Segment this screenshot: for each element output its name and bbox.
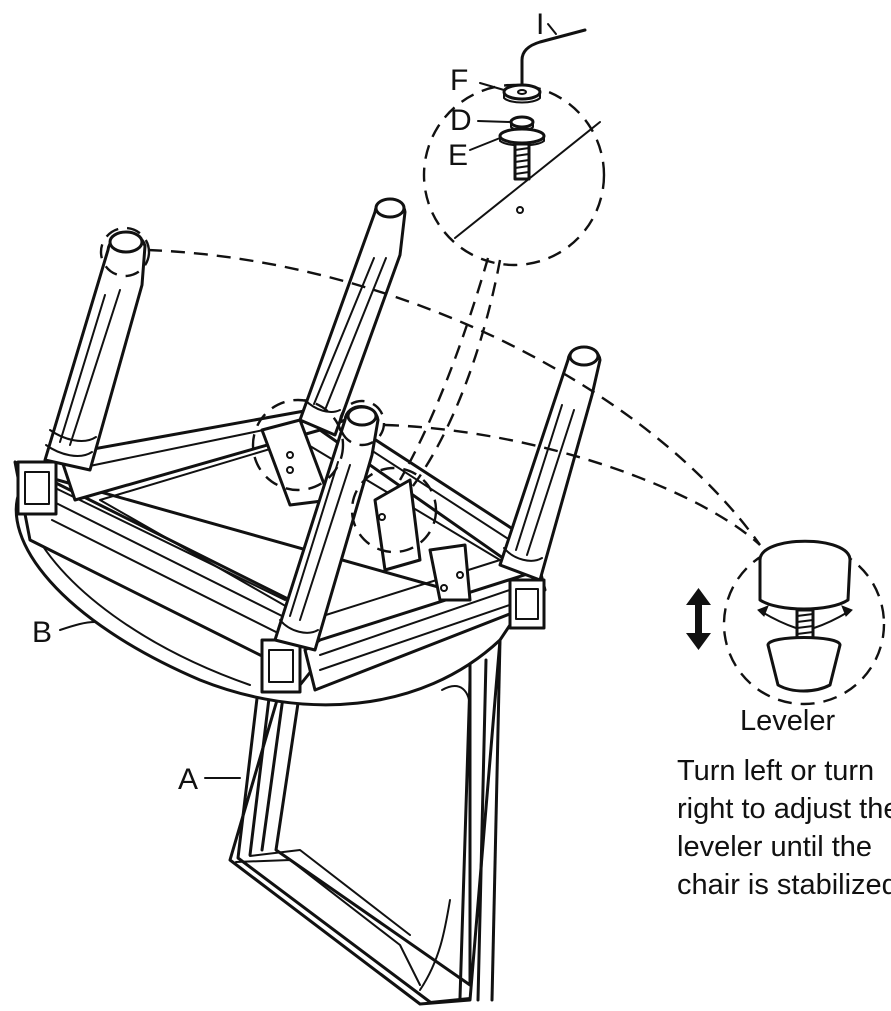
- arrow-right-icon: [841, 605, 853, 617]
- leveler-detail: [722, 539, 886, 706]
- leg-tip-detail-circle: [338, 399, 386, 447]
- double-vertical-arrow-icon: [686, 588, 711, 650]
- allen-key-icon: [520, 28, 587, 94]
- arrow-left-icon: [757, 605, 769, 617]
- leveler-title: Leveler: [740, 705, 835, 737]
- leg-tip-detail-circle: [99, 226, 151, 278]
- label-washer-f: F: [450, 64, 468, 97]
- leveler-instruction-line-1: Turn left or turn: [677, 755, 874, 787]
- dashed-guide-lines: [147, 248, 761, 546]
- chair-leg-back-left: [43, 230, 147, 472]
- chair-leg-front-left: [273, 405, 380, 652]
- label-flat-washer-e: E: [448, 139, 468, 172]
- chair-leg-back-right: [298, 197, 407, 437]
- label-back-a: A: [178, 763, 198, 796]
- hardware-detail: [422, 28, 606, 267]
- corner-block-detail-circle: [350, 466, 438, 554]
- leveler-instruction-line-4: chair is stabilized.: [677, 869, 891, 901]
- label-leader-lines: [59, 23, 557, 779]
- chair-leg-front-right: [498, 345, 602, 582]
- corner-block-detail-circle: [251, 398, 345, 492]
- leveler-instruction-line-2: right to adjust the: [677, 793, 891, 825]
- label-allen-key: I: [536, 8, 544, 41]
- chair-apron-frame: [13, 408, 547, 694]
- label-seat-b: B: [32, 616, 52, 649]
- leveler-instruction-line-3: leveler until the: [677, 831, 872, 863]
- label-spring-washer-d: D: [450, 104, 472, 137]
